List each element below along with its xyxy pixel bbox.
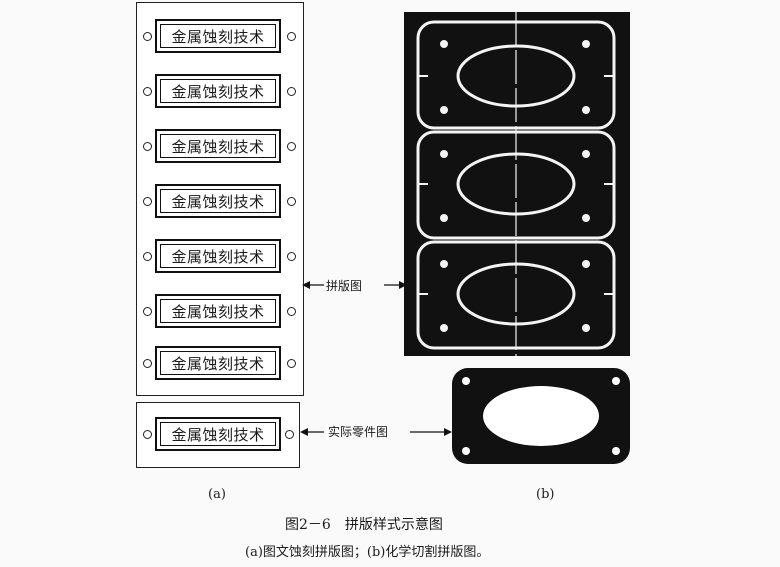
nameplate: 金属蚀刻技术 <box>155 74 281 108</box>
mount-hole <box>143 32 152 41</box>
layout-panel-a: 金属蚀刻技术 金属蚀刻技术 金属蚀刻技术 金属蚀刻技术 金属蚀刻技术 金属蚀刻技… <box>136 2 304 396</box>
plate-text: 金属蚀刻技术 <box>171 302 265 321</box>
callout-arrows-layout <box>302 281 407 289</box>
mount-hole <box>143 252 152 261</box>
mount-hole <box>285 430 294 439</box>
mount-hole <box>143 142 152 151</box>
mount-hole <box>287 252 296 261</box>
mount-hole <box>143 197 152 206</box>
mount-hole <box>287 197 296 206</box>
mount-hole <box>143 307 152 316</box>
sub-label-a: (a) <box>208 487 226 502</box>
mount-hole <box>287 142 296 151</box>
plate-text: 金属蚀刻技术 <box>171 192 265 211</box>
nameplate: 金属蚀刻技术 <box>155 129 281 163</box>
mount-hole <box>287 87 296 96</box>
plate-text: 金属蚀刻技术 <box>171 354 265 373</box>
plate-text: 金属蚀刻技术 <box>171 137 265 156</box>
plate-text: 金属蚀刻技术 <box>171 82 265 101</box>
plate-text: 金属蚀刻技术 <box>171 247 265 266</box>
plate-text: 金属蚀刻技术 <box>171 425 265 444</box>
nameplate: 金属蚀刻技术 <box>155 294 281 328</box>
nameplate: 金属蚀刻技术 <box>155 19 281 53</box>
mount-hole <box>143 87 152 96</box>
mount-hole <box>143 430 152 439</box>
mount-hole <box>287 359 296 368</box>
label-part: 实际零件图 <box>328 425 389 439</box>
label-layout: 拼版图 <box>326 279 363 293</box>
figure-caption: 图2－6 拼版样式示意图 <box>285 517 443 533</box>
gasket-layout-panel-b <box>404 12 630 356</box>
sub-label-b: (b) <box>536 487 555 502</box>
mount-hole <box>143 359 152 368</box>
nameplate: 金属蚀刻技术 <box>155 239 281 273</box>
nameplate: 金属蚀刻技术 <box>155 417 281 451</box>
nameplate: 金属蚀刻技术 <box>155 184 281 218</box>
nameplate: 金属蚀刻技术 <box>155 346 281 380</box>
part-panel-a: 金属蚀刻技术 <box>136 402 300 468</box>
mount-hole <box>287 307 296 316</box>
figure-subcaption: (a)图文蚀刻拼版图；(b)化学切割拼版图。 <box>245 545 490 560</box>
callout-arrows-part <box>300 428 452 436</box>
gasket-part <box>452 368 630 464</box>
mount-hole <box>287 32 296 41</box>
plate-text: 金属蚀刻技术 <box>171 27 265 46</box>
